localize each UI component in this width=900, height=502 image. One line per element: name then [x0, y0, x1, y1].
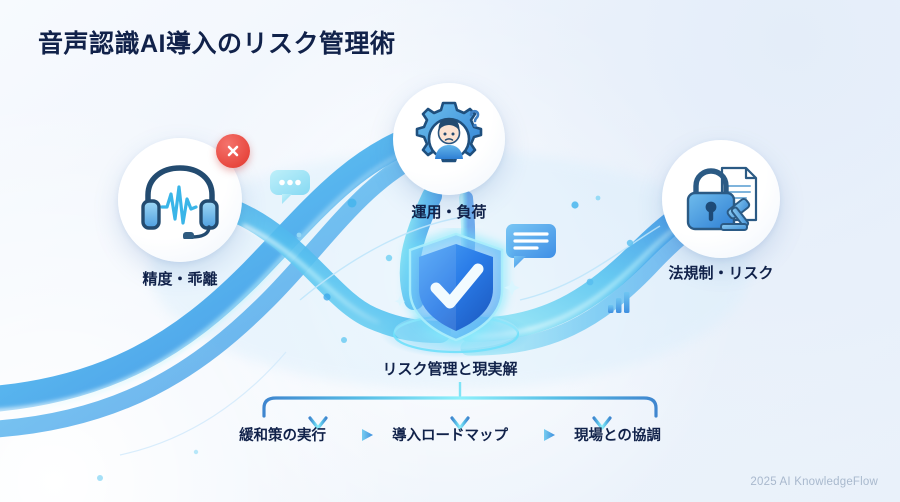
sidebar-item-operations[interactable]: 運用・負荷 [393, 83, 505, 221]
flow-step-3[interactable]: 現場との協調 [574, 428, 661, 444]
node-label-operations: 運用・負荷 [411, 204, 487, 221]
flow-branch-arrows [262, 382, 658, 430]
chat-dots-bubble [268, 168, 312, 213]
legal-icon-disc [662, 140, 780, 258]
page-title: 音声認識AI導入のリスク管理術 [38, 30, 396, 58]
lock-document-gavel-icon [686, 166, 758, 231]
arrow-right-icon [342, 428, 374, 441]
bar-chart-icon [606, 288, 632, 319]
arrow-right-icon [524, 428, 556, 441]
close-icon [227, 145, 239, 157]
center-node-label: リスク管理と現実解 [382, 361, 518, 378]
footer-credit: 2025 AI KnowledgeFlow [750, 476, 878, 488]
flow-steps-row: 緩和策の実行 導入ロードマップ 現場との協調 [0, 424, 900, 445]
sidebar-item-legal[interactable]: 法規制・リスク [662, 140, 780, 282]
gear-person-icon [415, 101, 483, 163]
error-x-badge [216, 134, 250, 168]
accuracy-icon-disc [118, 134, 250, 262]
node-label-accuracy: 精度・乖離 [142, 271, 218, 288]
sidebar-item-accuracy[interactable]: 精度・乖離 [118, 134, 250, 288]
headset-icon [141, 165, 219, 239]
center-shield-node[interactable] [378, 228, 538, 353]
shield-check-icon [394, 230, 520, 344]
chat-lines-bubble [504, 222, 558, 277]
node-label-legal: 法規制・リスク [668, 265, 774, 282]
flow-step-1[interactable]: 緩和策の実行 [239, 428, 327, 444]
flow-step-2[interactable]: 導入ロードマップ [392, 428, 509, 444]
operations-icon-disc [393, 83, 505, 195]
